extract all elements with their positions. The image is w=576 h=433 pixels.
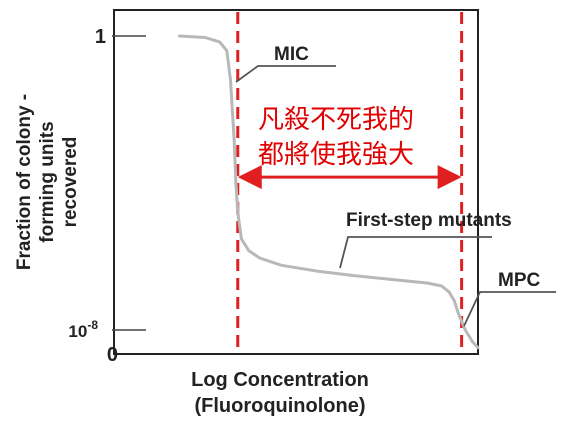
y-axis-title-line-1: Fraction of colony - xyxy=(14,94,35,270)
x-axis-title-line-2: (Fluoroquinolone) xyxy=(194,395,365,417)
x-axis-title-line-1: Log Concentration xyxy=(191,369,369,391)
plot-frame xyxy=(113,9,479,355)
mic-leader-line xyxy=(235,65,336,83)
y-tick-label-1: 1 xyxy=(95,26,106,48)
overlay-text-line-1: 凡殺不死我的 xyxy=(258,105,414,135)
y-tick-label-10e-8: 10-8 xyxy=(68,318,98,341)
y-axis-title-line-3: recovered xyxy=(60,137,81,228)
kill-curve-line xyxy=(178,34,480,350)
y-axis-title-line-2: forming units xyxy=(37,121,58,242)
first-step-mutants-annotation: First-step mutants xyxy=(346,210,512,231)
y-tick-label-base: 10 xyxy=(68,322,87,341)
overlay-text-line-2: 都將使我強大 xyxy=(258,140,414,170)
mic-annotation: MIC xyxy=(274,44,309,65)
mpc-leader-line xyxy=(463,291,556,327)
mpc-annotation: MPC xyxy=(498,270,541,291)
y-tick-label-exponent: -8 xyxy=(87,318,98,332)
y-axis-title: Fraction of colony - forming units recov… xyxy=(14,94,81,270)
origin-label: 0 xyxy=(107,344,118,366)
first-step-leader-line xyxy=(339,236,492,269)
